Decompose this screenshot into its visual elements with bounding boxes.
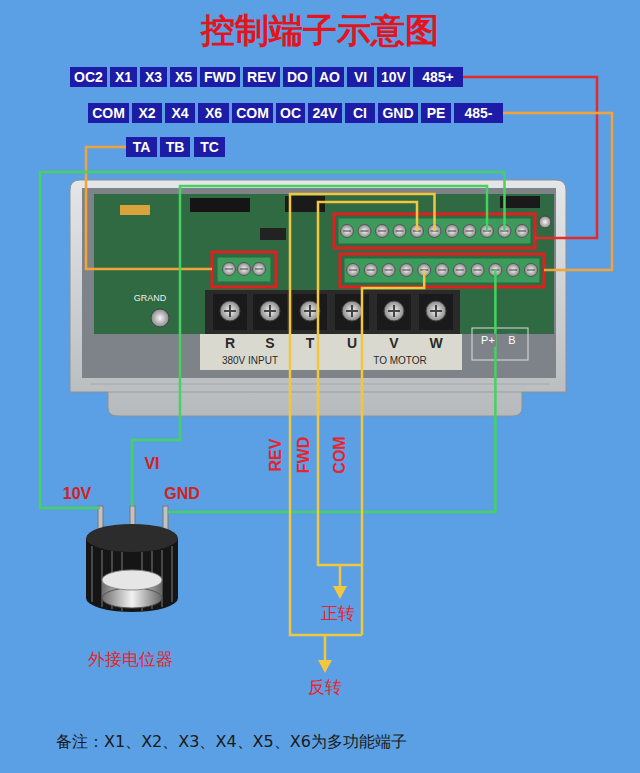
terminal-label: COM — [88, 103, 129, 123]
yellow-wire — [339, 565, 342, 587]
terminal-label: X2 — [132, 103, 162, 123]
terminal-label: TC — [194, 137, 225, 157]
terminal-label: VI — [347, 67, 374, 87]
label-text: REV — [267, 439, 285, 472]
label-text: 正转 — [321, 604, 355, 624]
label-text: 10V — [63, 485, 91, 503]
terminal-label: X5 — [170, 67, 197, 87]
label-text: FWD — [295, 437, 313, 473]
terminal-name: X2 — [138, 103, 155, 123]
terminal-label: X1 — [110, 67, 137, 87]
terminal-label: 24V — [308, 103, 342, 123]
terminal-name: X3 — [145, 67, 162, 87]
terminal-label: X4 — [165, 103, 195, 123]
label-text: GND — [164, 485, 200, 503]
terminal-name: TC — [200, 137, 219, 157]
terminal-name: COM — [92, 103, 125, 123]
terminal-name: COM — [236, 103, 269, 123]
terminal-label: AO — [315, 67, 344, 87]
terminal-name: GND — [382, 103, 413, 123]
arrow-head — [333, 586, 347, 599]
label-text: 外接电位器 — [88, 650, 173, 670]
label-text: B — [507, 334, 516, 347]
terminal-label: TB — [160, 137, 190, 157]
terminal-name: FWD — [204, 67, 236, 87]
label-text: 备注：X1、X2、X3、X4、X5、X6为多功能端子 — [56, 733, 407, 751]
label-text: TO MOTOR — [372, 355, 428, 367]
terminal-label: GND — [378, 103, 418, 123]
terminal-label: COM — [232, 103, 273, 123]
terminal-label: TA — [126, 137, 157, 157]
label-text: U — [346, 335, 358, 351]
label-text: VI — [144, 455, 159, 473]
orange-wire — [86, 147, 212, 269]
terminal-name: PE — [427, 103, 446, 123]
terminal-name: AO — [319, 67, 340, 87]
arrow-head — [318, 660, 332, 673]
terminal-label: REV — [243, 67, 280, 87]
label-text: 反转 — [308, 678, 342, 698]
terminal-name: 485- — [464, 103, 492, 123]
terminal-name: TB — [166, 137, 185, 157]
terminal-label: 10V — [377, 67, 410, 87]
terminal-name: 24V — [313, 103, 338, 123]
label-text: 380V INPUT — [221, 355, 279, 367]
label-text: S — [264, 335, 275, 351]
green-wire — [168, 270, 495, 512]
label-text: R — [224, 335, 236, 351]
label-text: COM — [331, 436, 349, 473]
terminal-label: 485+ — [413, 67, 463, 87]
terminal-name: DO — [287, 67, 308, 87]
terminal-name: X6 — [205, 103, 222, 123]
orange-wire — [503, 113, 612, 270]
terminal-name: 485+ — [422, 67, 454, 87]
terminal-label: DO — [283, 67, 312, 87]
terminal-name: X5 — [175, 67, 192, 87]
yellow-wire — [362, 270, 424, 635]
label-text: GRAND — [133, 293, 168, 303]
terminal-label: X6 — [198, 103, 229, 123]
green-wire — [132, 186, 487, 506]
terminal-name: REV — [247, 67, 276, 87]
yellow-wire — [318, 202, 417, 565]
label-text: P+ — [480, 334, 496, 347]
terminal-name: VI — [354, 67, 367, 87]
label-text: W — [428, 335, 443, 351]
terminal-label: PE — [421, 103, 451, 123]
terminal-label: CI — [345, 103, 375, 123]
yellow-wire — [290, 194, 435, 635]
terminal-name: X1 — [115, 67, 132, 87]
terminal-name: OC — [280, 103, 301, 123]
terminal-label: X3 — [140, 67, 167, 87]
terminal-name: X4 — [171, 103, 188, 123]
yellow-wire — [324, 635, 327, 661]
terminal-name: TA — [133, 137, 151, 157]
title-text: 控制端子示意图 — [201, 11, 439, 50]
terminal-name: OC2 — [74, 67, 103, 87]
terminal-name: CI — [353, 103, 367, 123]
terminal-label: 485- — [454, 103, 503, 123]
terminal-label: FWD — [200, 67, 240, 87]
terminal-label: OC — [276, 103, 305, 123]
label-text: T — [305, 335, 316, 351]
terminal-name: 10V — [381, 67, 406, 87]
red-wire — [463, 77, 597, 238]
label-text: V — [388, 335, 399, 351]
terminal-label: OC2 — [70, 67, 107, 87]
